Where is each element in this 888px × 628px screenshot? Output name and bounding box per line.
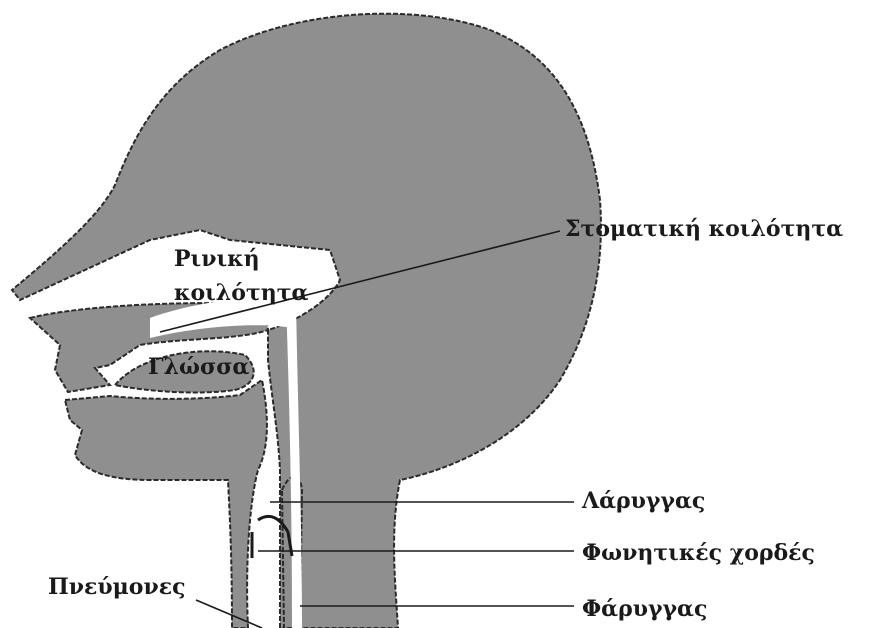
label-tongue: Γλώσσα (148, 356, 249, 378)
label-lungs: Πνεύμονες (48, 576, 186, 598)
label-pharynx: Φάρυγγας (582, 598, 707, 620)
label-oral-cavity: Στοματική κοιλότητα (565, 218, 843, 240)
label-nasal-cavity-line1: Ρινική (174, 242, 254, 276)
leader-lungs (196, 600, 262, 628)
label-vocal-cords: Φωνητικές χορδές (582, 542, 815, 564)
label-nasal-cavity-line2: κοιλότητα (174, 276, 254, 310)
label-larynx: Λάρυγγας (582, 490, 705, 512)
label-nasal-cavity: Ρινική κοιλότητα (174, 242, 254, 310)
